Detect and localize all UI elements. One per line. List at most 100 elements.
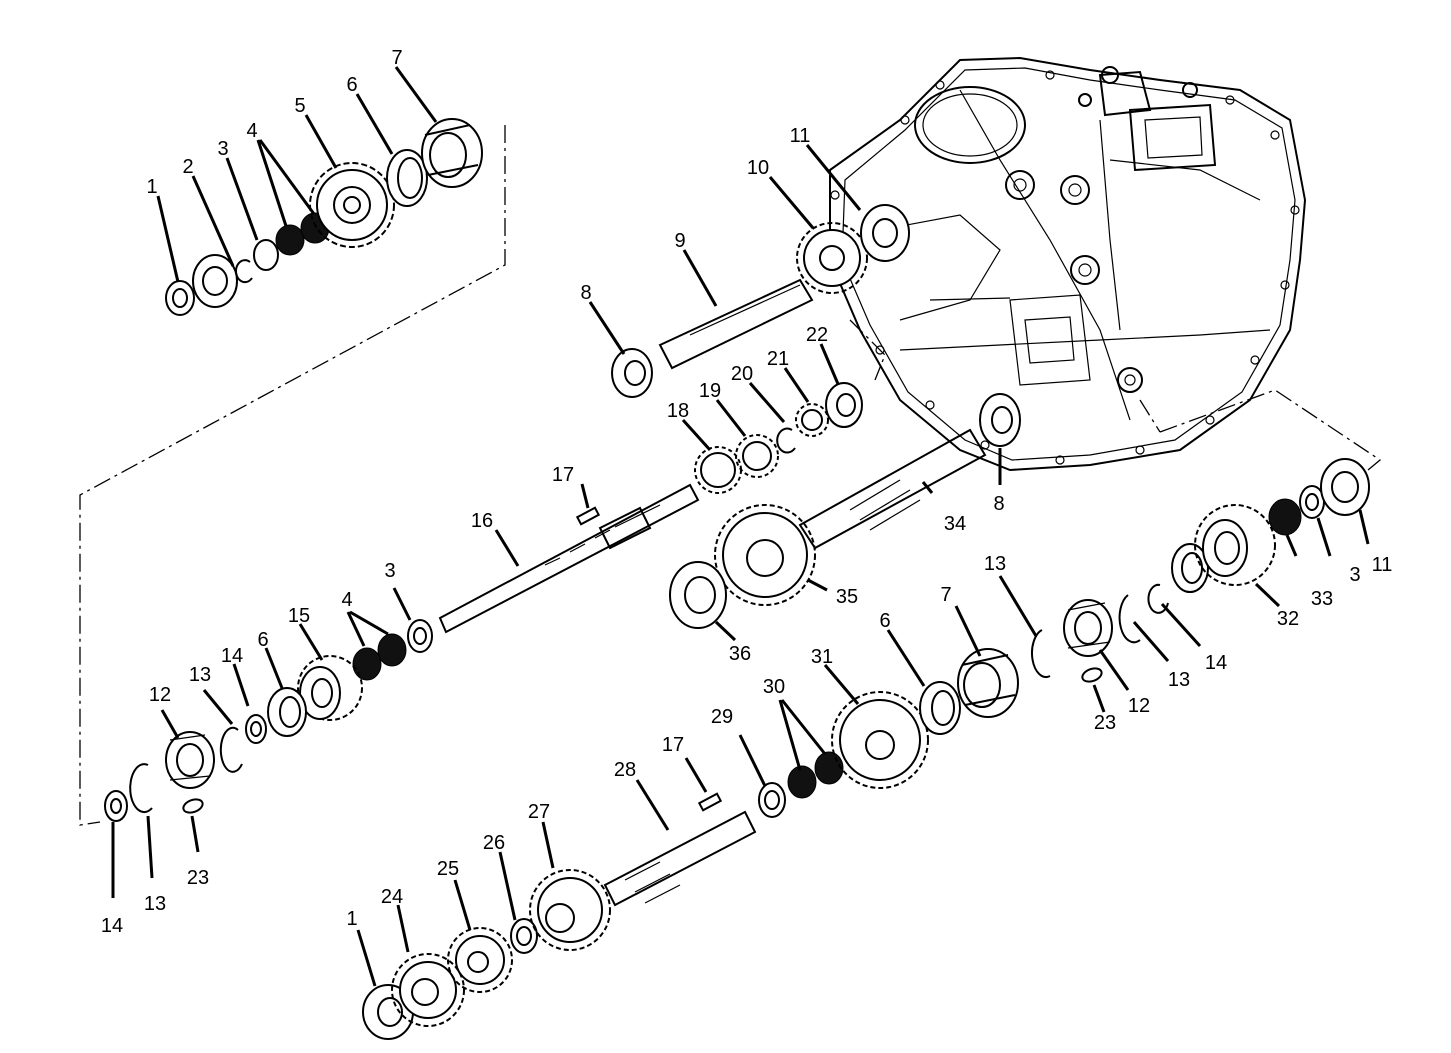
callout-16: 16 (471, 510, 493, 532)
callout-6: 6 (346, 74, 357, 96)
callout-19: 19 (699, 380, 721, 402)
bearing-11a (860, 204, 910, 262)
callout-17: 17 (552, 464, 574, 486)
callout-20: 20 (731, 363, 753, 385)
callout-26: 26 (483, 832, 505, 854)
washer-29 (758, 782, 786, 818)
snap-ring-3a (234, 259, 253, 284)
callout-17b: 17 (662, 734, 684, 756)
callout-8b: 8 (993, 493, 1004, 515)
callout-12b: 12 (1128, 695, 1150, 717)
shaft-9 (658, 278, 814, 370)
callout-13d: 13 (1168, 669, 1190, 691)
snap-ring-13c (1031, 629, 1051, 678)
key-23a (182, 798, 204, 814)
right-lower-cluster (919, 458, 1370, 735)
callout-8: 8 (580, 282, 591, 304)
callout-36: 36 (729, 643, 751, 665)
washer-14b (104, 790, 128, 822)
washer-3c (1299, 485, 1325, 519)
callout-7: 7 (391, 47, 402, 69)
callout-12a: 12 (149, 684, 171, 706)
snap-ring-20 (776, 427, 796, 454)
gear-24 (391, 953, 465, 1027)
callout-6b: 6 (257, 629, 268, 651)
shaft-9-assembly (611, 204, 910, 398)
transmission-housing (829, 56, 1307, 472)
gear-35 (714, 504, 816, 606)
callout-6c: 6 (879, 610, 890, 632)
callout-35: 35 (836, 586, 858, 608)
callout-1: 1 (146, 176, 157, 198)
key-23b (1081, 667, 1103, 683)
bearing-11b (1320, 458, 1370, 516)
callout-5: 5 (294, 95, 305, 117)
key-17b (697, 792, 723, 812)
callout-30: 30 (763, 676, 785, 698)
callout-14c: 14 (1205, 652, 1227, 674)
callout-22: 22 (806, 324, 828, 346)
gear-31 (831, 691, 929, 789)
callout-11: 11 (790, 125, 811, 147)
gear-21 (795, 403, 829, 437)
synchro-ring-6b (267, 687, 307, 737)
main-shaft-16 (438, 483, 700, 634)
gears-18-22 (694, 382, 863, 494)
countershaft-28 (603, 792, 757, 907)
leader-lines (111, 66, 1370, 987)
gear-25 (447, 927, 513, 993)
synchro-ring-small (1171, 543, 1209, 593)
bearing-2 (192, 254, 238, 308)
callout-23b: 23 (1094, 712, 1116, 734)
callout-9: 9 (674, 230, 685, 252)
needle-bearing-33 (1268, 498, 1302, 536)
callout-11b: 11 (1372, 554, 1393, 576)
snap-ring-13d (1118, 594, 1141, 644)
hub-12a (165, 731, 215, 789)
callout-31: 31 (811, 646, 833, 668)
callout-4b: 4 (341, 589, 352, 611)
needle-bearing-4b2 (352, 647, 382, 681)
gear-27 (529, 869, 611, 951)
key-17a (575, 506, 601, 526)
callout-2: 2 (182, 156, 193, 178)
needle-bearing-30a (787, 765, 817, 799)
callout-18: 18 (667, 400, 689, 422)
callout-3: 3 (217, 138, 228, 160)
callout-14b: 14 (101, 915, 123, 937)
input-shaft-cluster (165, 118, 483, 316)
callout-21: 21 (767, 348, 789, 370)
washer-14a (245, 714, 267, 744)
callout-23a: 23 (187, 867, 209, 889)
needle-bearing-30b (814, 751, 844, 785)
bearing-8a (611, 348, 653, 398)
callout-33: 33 (1311, 588, 1333, 610)
callout-32: 32 (1277, 608, 1299, 630)
callout-7b: 7 (940, 584, 951, 606)
callout-13b: 13 (144, 893, 166, 915)
synchro-sleeve-7b (957, 648, 1019, 718)
gear-32 (1194, 504, 1276, 586)
washer-3b (407, 619, 433, 653)
callout-13c: 13 (984, 553, 1006, 575)
callout-24: 24 (381, 886, 403, 908)
snap-ring-13a (219, 726, 243, 773)
snap-ring-13b (129, 763, 153, 814)
callout-14a: 14 (221, 645, 243, 667)
bearing-36 (669, 561, 727, 629)
callout-3c: 3 (1349, 564, 1360, 586)
left-mid-cluster (104, 619, 433, 822)
gear-15 (297, 655, 363, 721)
callout-1b: 1 (346, 908, 357, 930)
hub-12b (1063, 599, 1113, 657)
callout-27: 27 (528, 801, 550, 823)
washer-26 (510, 918, 538, 954)
bearing-22 (825, 382, 863, 428)
callout-13a: 13 (189, 664, 211, 686)
washer-3 (253, 239, 279, 271)
needle-bearing-4b1 (377, 633, 407, 667)
synchro-sleeve-7a (421, 118, 483, 188)
callout-3b: 3 (384, 560, 395, 582)
callout-25: 25 (437, 858, 459, 880)
